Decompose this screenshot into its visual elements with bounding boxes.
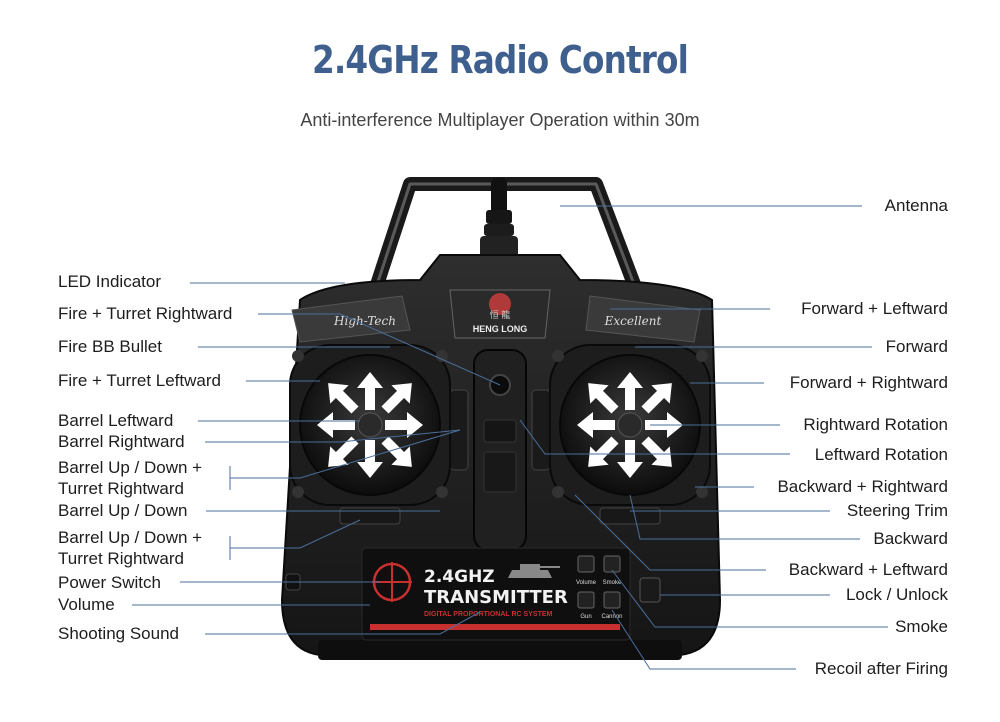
system-text: DIGITAL PROPORTIONAL RC SYSTEM — [424, 611, 553, 618]
label-barrel-updown: Barrel Up / Down — [58, 501, 188, 520]
left-bottom-trim — [339, 507, 401, 525]
label-barrel-updown-turret-1b: Turret Rightward — [58, 479, 184, 498]
label-barrel-leftward: Barrel Leftward — [58, 411, 174, 430]
label-backward-leftward: Backward + Leftward — [788, 560, 948, 579]
model-text: TRANSMITTER — [424, 587, 568, 608]
freq-text: 2.4GHZ — [424, 567, 495, 587]
smoke-button-label: Smoke — [603, 580, 622, 586]
right-badge-text: Excellent — [604, 314, 662, 328]
cannon-button[interactable] — [603, 591, 621, 609]
label-barrel-rightward: Barrel Rightward — [58, 432, 185, 451]
page-subtitle: Anti-interference Multiplayer Operation … — [300, 110, 700, 130]
label-rightward-rotation: Rightward Rotation — [803, 415, 948, 434]
label-smoke: Smoke — [895, 617, 948, 636]
volume-button-label: Volume — [576, 580, 597, 586]
label-backward: Backward — [873, 529, 948, 548]
smoke-button[interactable] — [603, 555, 621, 573]
gun-button[interactable] — [577, 591, 595, 609]
label-barrel-updown-turret-2: Barrel Up / Down + — [58, 528, 203, 547]
label-power-switch: Power Switch — [58, 573, 161, 592]
label-barrel-updown-turret-2b: Turret Rightward — [58, 549, 184, 568]
leader-lines — [132, 205, 888, 670]
label-fire-turret-rightward: Fire + Turret Rightward — [58, 304, 233, 323]
logo-text: HENG LONG — [473, 324, 528, 334]
label-barrel-updown-turret-1: Barrel Up / Down + — [58, 458, 203, 477]
left-badge-text: High-Tech — [333, 314, 396, 328]
tank-icon — [508, 564, 560, 578]
gun-button-label: Gun — [580, 614, 591, 620]
heng-long-logo: 恒 龍 HENG LONG — [449, 289, 551, 339]
label-backward-rightward: Backward + Rightward — [777, 477, 948, 496]
label-recoil-after-firing: Recoil after Firing — [814, 659, 948, 678]
label-fire-bb-bullet: Fire BB Bullet — [58, 337, 162, 356]
logo-chinese: 恒 龍 — [490, 309, 511, 320]
lower-panel: 2.4GHZ TRANSMITTER DIGITAL PROPORTIONAL … — [361, 547, 631, 641]
right-stick-pod — [549, 344, 711, 506]
right-trim — [531, 389, 551, 471]
label-leftward-rotation: Leftward Rotation — [814, 445, 948, 464]
antenna — [480, 178, 518, 258]
label-steering-trim: Steering Trim — [846, 501, 948, 520]
left-stick-pod — [289, 344, 451, 506]
volume-button[interactable] — [577, 555, 595, 573]
label-antenna: Antenna — [884, 196, 948, 215]
label-forward-leftward: Forward + Leftward — [801, 299, 948, 318]
label-lock-unlock: Lock / Unlock — [845, 585, 948, 604]
steering-trim — [599, 507, 661, 525]
label-forward-rightward: Forward + Rightward — [789, 373, 948, 392]
page-title: 2.4GHz Radio Control — [311, 38, 689, 82]
label-forward: Forward — [885, 337, 948, 356]
lock-switch[interactable] — [639, 577, 661, 603]
right-badge: Excellent — [585, 295, 701, 343]
cannon-button-label: Cannon — [601, 614, 622, 620]
label-volume: Volume — [58, 595, 115, 614]
label-shooting-sound: Shooting Sound — [58, 624, 179, 643]
label-fire-turret-leftward: Fire + Turret Leftward — [58, 371, 221, 390]
label-led-indicator: LED Indicator — [58, 272, 161, 291]
center-panel — [473, 349, 527, 551]
